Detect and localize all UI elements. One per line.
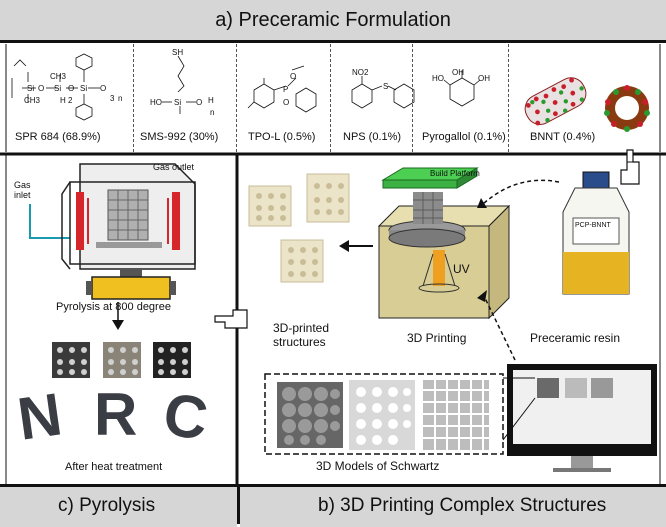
- separator: [133, 44, 134, 152]
- thiol-sh: SH: [172, 48, 184, 57]
- build-platform-label: Build Platform: [430, 169, 480, 178]
- atom-o: O: [290, 72, 297, 81]
- bottle-label: PCP-BNNT: [575, 222, 611, 229]
- printing-illustration: [248, 167, 657, 472]
- compound-label-sms992: SMS-992 (30%): [140, 131, 219, 143]
- printed-cubes: [248, 173, 350, 283]
- hydroxyl: OH: [478, 74, 490, 83]
- letter-r: R: [94, 381, 138, 448]
- compound-label-bnnt: BNNT (0.4%): [530, 131, 596, 143]
- separator: [330, 44, 331, 152]
- atom-o: O: [283, 98, 290, 107]
- gas-inlet-label: Gas inlet: [14, 180, 31, 200]
- furnace-illustration: [29, 163, 196, 378]
- after-heat-caption: After heat treatment: [65, 461, 163, 473]
- panel-c-footer: [0, 484, 237, 527]
- panel-b-title: b) 3D Printing Complex Structures: [318, 495, 607, 516]
- subscript-n: n: [118, 94, 123, 103]
- subscript-3: 3: [110, 94, 115, 103]
- atom-o: O: [100, 84, 107, 93]
- atom-h: H: [60, 96, 66, 105]
- panel-c-title: c) Pyrolysis: [58, 495, 156, 516]
- pyrolysis-caption: Pyrolysis at 800 degree: [56, 301, 171, 313]
- separator: [236, 44, 237, 152]
- panel-a-header: [0, 0, 666, 43]
- methyl: CH3: [24, 96, 41, 105]
- nps-structure: [351, 76, 415, 109]
- pyrolyzed-cubes: [52, 342, 191, 378]
- gas-outlet-label: Gas outlet: [153, 162, 195, 172]
- panel-b-footer: [240, 484, 666, 527]
- separator: [412, 44, 413, 152]
- footer-divider: [237, 484, 240, 524]
- pointing-hand-icon: [620, 149, 640, 185]
- schwartz-models: [277, 380, 489, 450]
- atom-si: Si: [27, 84, 35, 93]
- compound-label-tpol: TPO-L (0.5%): [248, 131, 316, 143]
- printing-caption: 3D Printing: [407, 331, 467, 345]
- bnnt-structure: [524, 77, 650, 132]
- atom-h: H: [208, 96, 214, 105]
- methyl: CH3: [50, 72, 67, 81]
- atom-si: Si: [174, 98, 182, 107]
- atom-ho: HO: [150, 98, 162, 107]
- subscript-n: n: [210, 108, 215, 117]
- subscript-2: 2: [68, 96, 73, 105]
- pointing-hand-icon: [214, 309, 248, 329]
- resin-caption: Preceramic resin: [530, 331, 621, 345]
- chemical-structures: [11, 53, 650, 132]
- atom-o: O: [68, 84, 75, 93]
- hydroxyl: HO: [432, 74, 444, 83]
- hydroxyl: OH: [452, 68, 464, 77]
- nitro-group: NO2: [352, 68, 369, 77]
- atom-si: Si: [54, 84, 62, 93]
- atom-o: O: [38, 84, 45, 93]
- uv-label: UV: [453, 262, 470, 276]
- compound-label-spr684: SPR 684 (68.9%): [15, 131, 101, 143]
- panel-a-title: a) Preceramic Formulation: [215, 9, 451, 31]
- separator: [508, 44, 509, 152]
- compound-label-pyrogallol: Pyrogallol (0.1%): [422, 131, 506, 143]
- atom-o: O: [196, 98, 203, 107]
- nrc-letters: N R C: [14, 380, 228, 453]
- sms992-structure: [162, 55, 196, 114]
- spr684-structure: [11, 53, 100, 121]
- printed-structures-caption: 3D-printed structures: [273, 321, 330, 349]
- tpol-structure: [247, 65, 317, 113]
- letter-n: N: [13, 380, 66, 453]
- atom-s: S: [383, 82, 389, 91]
- pyrogallol-structure: [443, 70, 481, 107]
- schwartz-caption: 3D Models of Schwartz: [316, 459, 440, 473]
- atom-si: Si: [80, 84, 88, 93]
- compound-label-nps: NPS (0.1%): [343, 131, 402, 143]
- letter-c: C: [159, 380, 212, 453]
- atom-p: P: [283, 85, 289, 94]
